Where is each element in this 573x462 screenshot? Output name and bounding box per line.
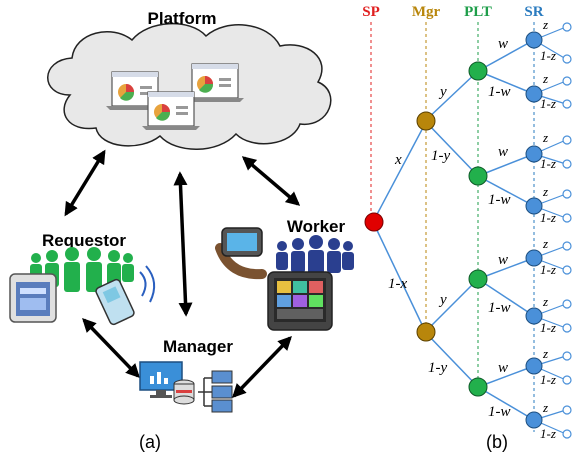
svg-text:1-z: 1-z — [540, 320, 556, 335]
column-header-mgr: Mgr — [412, 4, 441, 20]
edge-label-1-w: 1-w — [488, 192, 511, 208]
arrow-requestor-manager — [82, 317, 140, 379]
tree-node-plt — [468, 377, 488, 397]
svg-text:1-z: 1-z — [540, 48, 556, 63]
svg-text:1-z: 1-z — [540, 210, 556, 225]
tree-node-plt — [468, 269, 488, 289]
edge-label-1-w: 1-w — [488, 404, 511, 420]
tree-node-sr — [525, 411, 543, 429]
edge-label-1-y: 1-y — [431, 148, 450, 164]
column-header-sr: SR — [524, 4, 543, 20]
column-header-sp: SP — [362, 4, 380, 20]
svg-text:z: z — [542, 17, 548, 32]
tree-node-mgr — [416, 322, 436, 342]
tree-node-plt — [468, 61, 488, 81]
edge-label-w: w — [498, 252, 508, 268]
edge-label-w: w — [498, 144, 508, 160]
svg-text:z: z — [542, 71, 548, 86]
tablet-icon — [9, 273, 57, 323]
tree-node-mgr — [416, 111, 436, 131]
arrow-worker-manager — [232, 335, 292, 399]
arrow-platform-requestor — [64, 149, 106, 217]
svg-text:z: z — [542, 400, 548, 415]
edge-label-y: y — [438, 292, 447, 308]
edge — [373, 121, 427, 221]
tree-node-sr — [525, 145, 543, 163]
edge-label-1-y: 1-y — [428, 360, 447, 376]
database-icon — [173, 379, 195, 405]
manager-label: Manager — [163, 337, 233, 356]
edge-label-x: x — [394, 152, 402, 168]
leaf-nodes — [562, 22, 572, 439]
svg-text:1-z: 1-z — [540, 262, 556, 277]
svg-text:1-z: 1-z — [540, 156, 556, 171]
tablet-icon — [267, 271, 333, 331]
tree-node-sr — [525, 85, 543, 103]
svg-text:1-z: 1-z — [540, 96, 556, 111]
phone-icon — [95, 265, 156, 326]
edge — [477, 257, 535, 280]
edge — [477, 39, 535, 72]
svg-text:z: z — [542, 184, 548, 199]
edge-label-1-w: 1-w — [488, 84, 511, 100]
panel-b-caption: (b) — [486, 432, 508, 452]
tree-node-sr — [525, 31, 543, 49]
tree-node-plt — [468, 166, 488, 186]
tree-node-sr — [525, 249, 543, 267]
edge — [477, 365, 535, 388]
edge — [425, 332, 479, 388]
arrow-platform-manager — [173, 171, 193, 317]
edge-label-w: w — [498, 36, 508, 52]
svg-text:z: z — [542, 130, 548, 145]
laptop-icon — [186, 63, 244, 102]
panel-a: Platform Requestor Wo — [9, 9, 354, 452]
svg-text:z: z — [542, 346, 548, 361]
arrow-platform-worker — [241, 156, 301, 206]
network-icon — [198, 370, 233, 413]
worker-label: Worker — [287, 217, 346, 236]
leaf-edge-labels: z 1-z z 1-z z 1-z z 1-z z 1-z z 1-z z 1-… — [540, 17, 556, 441]
edge-label-y: y — [438, 84, 447, 100]
svg-text:1-z: 1-z — [540, 426, 556, 441]
tree-node-root — [364, 212, 384, 232]
edge-label-1-x: 1-x — [388, 276, 407, 292]
panel-b: SP Mgr PLT SR — [362, 4, 572, 452]
column-header-plt: PLT — [464, 4, 492, 20]
tree-node-sr — [525, 357, 543, 375]
edge — [373, 223, 427, 334]
edge — [425, 278, 479, 332]
edge — [477, 175, 535, 207]
svg-text:z: z — [542, 294, 548, 309]
edge-label-w: w — [498, 360, 508, 376]
edge — [425, 121, 479, 177]
panel-a-caption: (a) — [139, 432, 161, 452]
tree-node-sr — [525, 307, 543, 325]
platform-label: Platform — [148, 9, 217, 28]
edge — [477, 278, 535, 317]
people-icon — [276, 235, 354, 276]
laptop-icon — [142, 91, 200, 130]
edge-label-1-w: 1-w — [488, 300, 511, 316]
edge — [477, 70, 535, 95]
platform-cloud — [47, 23, 332, 150]
svg-text:1-z: 1-z — [540, 372, 556, 387]
svg-text:z: z — [542, 236, 548, 251]
smartwatch-icon — [215, 227, 267, 280]
edge — [477, 386, 535, 421]
tree-node-sr — [525, 197, 543, 215]
requestor-label: Requestor — [42, 231, 126, 250]
edge — [477, 153, 535, 177]
edge — [425, 70, 479, 121]
